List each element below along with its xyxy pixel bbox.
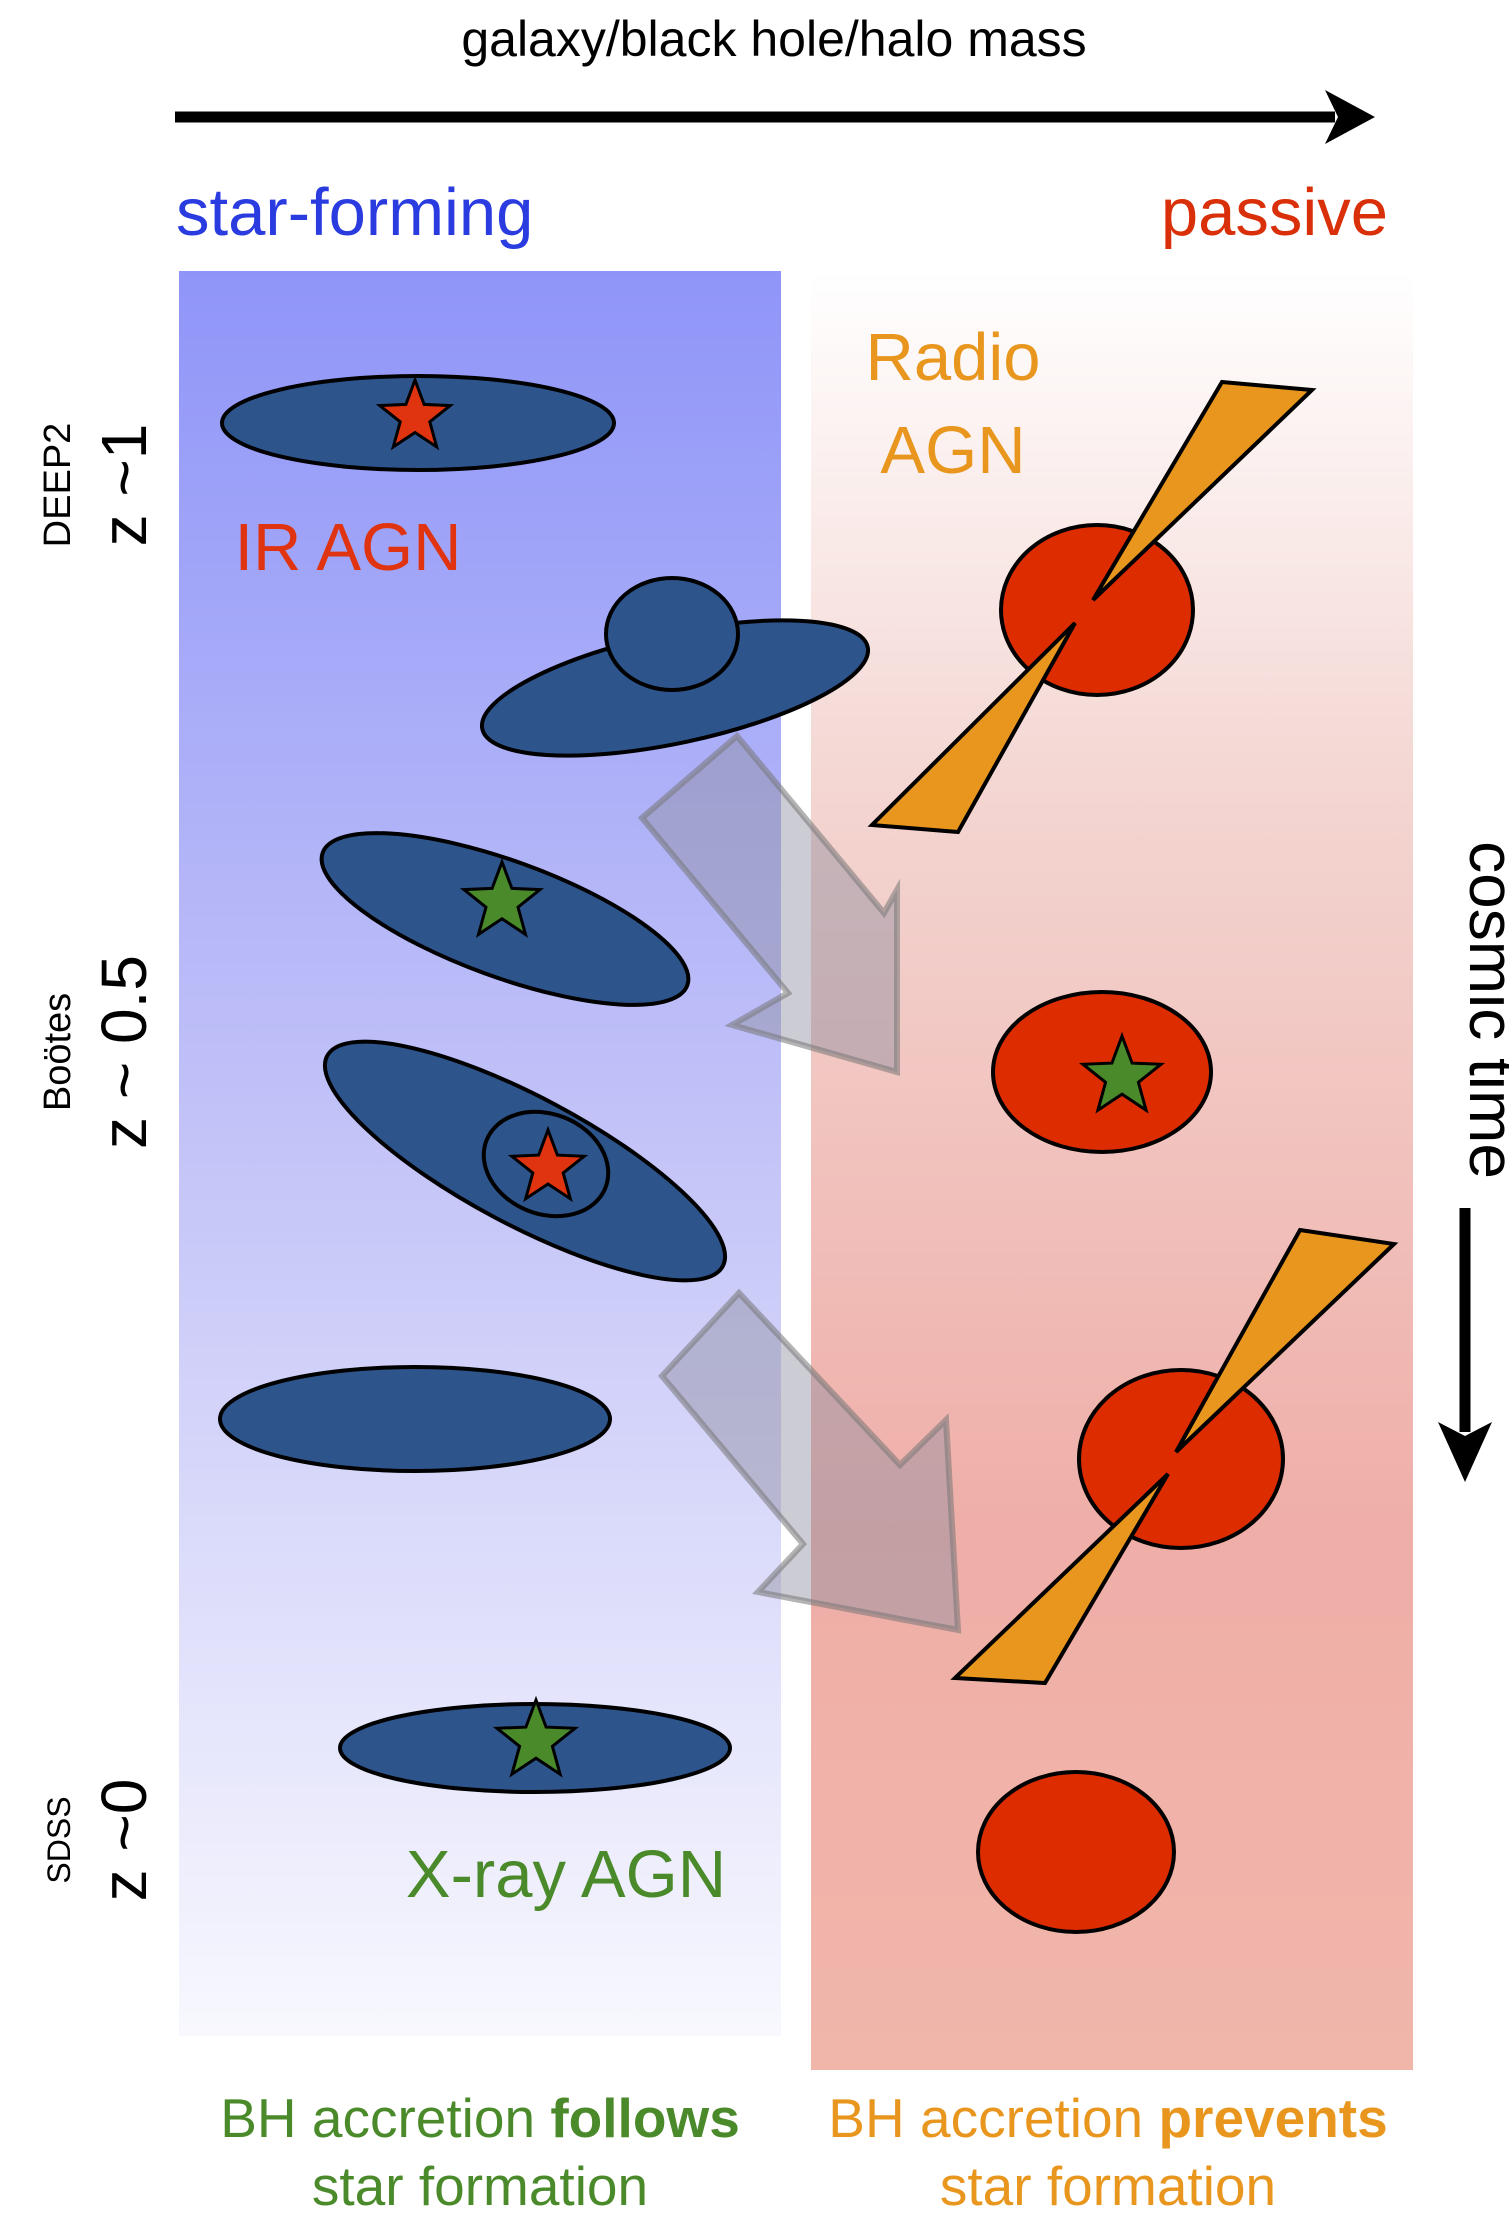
xray-agn-star-elliptical bbox=[1078, 1031, 1166, 1114]
ir-agn-star-upper bbox=[375, 375, 455, 451]
cosmic-time-label: cosmic time bbox=[1456, 841, 1509, 1179]
redshift-label-sdss: SDSS z ~0 bbox=[41, 1779, 160, 1902]
cosmic-time-arrow bbox=[1438, 1208, 1492, 1482]
star-forming-title: star-forming bbox=[176, 175, 533, 250]
survey-name-bootes: Boötes bbox=[37, 993, 79, 1111]
redshift-value-sdss: z ~0 bbox=[88, 1779, 160, 1902]
radio-agn-elliptical-lower bbox=[950, 1227, 1399, 1686]
ir-agn-star-lower bbox=[507, 1125, 589, 1203]
xray-agn-label: X-ray AGN bbox=[406, 1837, 726, 1912]
transition-arrow-lower bbox=[658, 1288, 962, 1634]
agn-star-markers bbox=[375, 375, 1166, 1778]
jet-upper-a bbox=[1091, 379, 1317, 602]
bulge-disk-galaxy bbox=[479, 576, 871, 758]
jet-lower-b bbox=[950, 1472, 1170, 1686]
passive-title: passive bbox=[1161, 175, 1388, 250]
survey-name-deep2: DEEP2 bbox=[37, 423, 79, 548]
follows-caption-line1: BH accretion follows bbox=[220, 2087, 740, 2149]
radio-agn-label-line1: Radio bbox=[865, 320, 1040, 395]
redshift-label-deep2: DEEP2 z ~1 bbox=[37, 423, 160, 548]
prevents-caption-line2: star formation bbox=[940, 2155, 1276, 2217]
follows-caption-emphasis: follows bbox=[550, 2087, 739, 2149]
jet-upper-b bbox=[867, 621, 1077, 835]
cosmic-time-text: cosmic time bbox=[1456, 841, 1509, 1179]
prevents-caption-line1: BH accretion prevents bbox=[828, 2087, 1387, 2149]
follows-caption-prefix: BH accretion bbox=[220, 2087, 550, 2149]
ir-agn-label: IR AGN bbox=[234, 510, 461, 585]
plain-disk-galaxy bbox=[218, 1365, 612, 1473]
xray-agn-star-lower bbox=[492, 1695, 580, 1778]
radio-agn-label-line2: AGN bbox=[880, 413, 1025, 488]
redshift-value-deep2: z ~1 bbox=[88, 424, 160, 547]
mass-arrow bbox=[175, 90, 1375, 144]
follows-caption-line2: star formation bbox=[312, 2155, 648, 2217]
xray-agn-star-upper bbox=[459, 857, 545, 938]
prevents-caption-prefix: BH accretion bbox=[828, 2087, 1158, 2149]
jet-lower-a bbox=[1174, 1227, 1399, 1454]
radio-agn-elliptical-upper bbox=[867, 379, 1317, 835]
survey-name-sdss: SDSS bbox=[41, 1796, 77, 1883]
prevents-caption-emphasis: prevents bbox=[1158, 2087, 1387, 2149]
mass-axis-label: galaxy/black hole/halo mass bbox=[461, 11, 1086, 67]
transition-arrow-upper bbox=[637, 731, 900, 1076]
quiescent-elliptical bbox=[976, 1770, 1176, 1934]
redshift-value-bootes: z ~ 0.5 bbox=[88, 955, 160, 1149]
redshift-label-bootes: Boötes z ~ 0.5 bbox=[37, 955, 160, 1149]
